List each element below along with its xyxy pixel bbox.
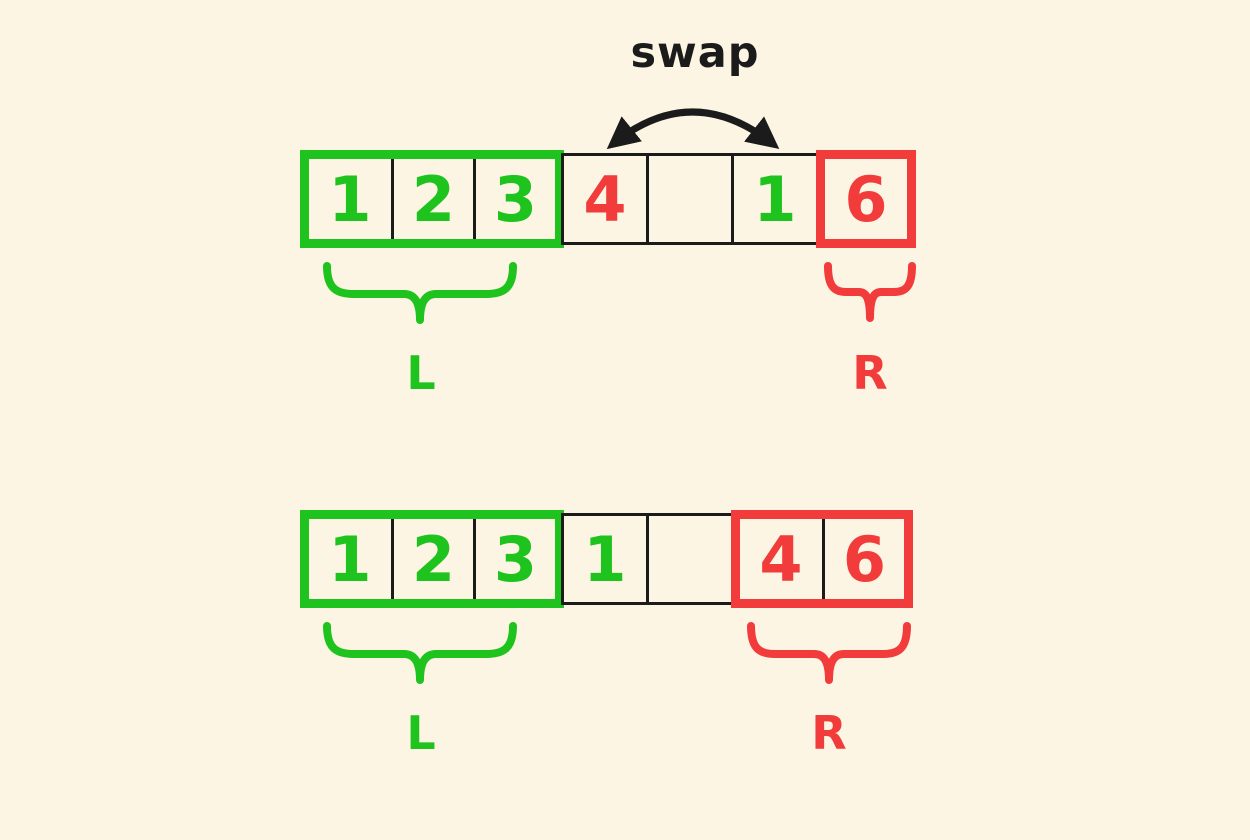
array-cell-empty — [646, 153, 734, 245]
left-brace — [323, 622, 517, 684]
right-brace — [824, 262, 916, 322]
right-pointer-box: 4 6 — [731, 510, 913, 608]
right-pointer-box: 6 — [816, 150, 916, 248]
array-cell: 1 — [328, 162, 372, 236]
array-cell-empty — [646, 513, 734, 605]
array-cell: 3 — [473, 519, 555, 599]
array-cell: 6 — [822, 519, 904, 599]
left-pointer-label: L — [406, 346, 436, 400]
array-step1: 1 2 3 4 1 6 — [300, 150, 916, 248]
array-cell: 1 — [561, 513, 649, 605]
array-cell: 3 — [473, 159, 555, 239]
array-cell: 1 — [328, 522, 372, 596]
right-brace — [747, 622, 911, 684]
array-cell: 4 — [561, 153, 649, 245]
left-window-box: 1 2 3 — [300, 510, 564, 608]
left-brace — [323, 262, 517, 324]
swap-label: swap — [630, 28, 760, 78]
array-step2: 1 2 3 1 4 6 — [300, 510, 913, 608]
array-cell: 6 — [844, 162, 888, 236]
left-window-box: 1 2 3 — [300, 150, 564, 248]
array-cell: 1 — [731, 153, 819, 245]
swap-arrow-icon — [606, 108, 780, 150]
array-cell: 4 — [759, 522, 803, 596]
right-pointer-label: R — [811, 706, 847, 760]
array-cell: 2 — [391, 159, 473, 239]
right-pointer-label: R — [852, 346, 888, 400]
left-pointer-label: L — [406, 706, 436, 760]
array-cell: 2 — [391, 519, 473, 599]
